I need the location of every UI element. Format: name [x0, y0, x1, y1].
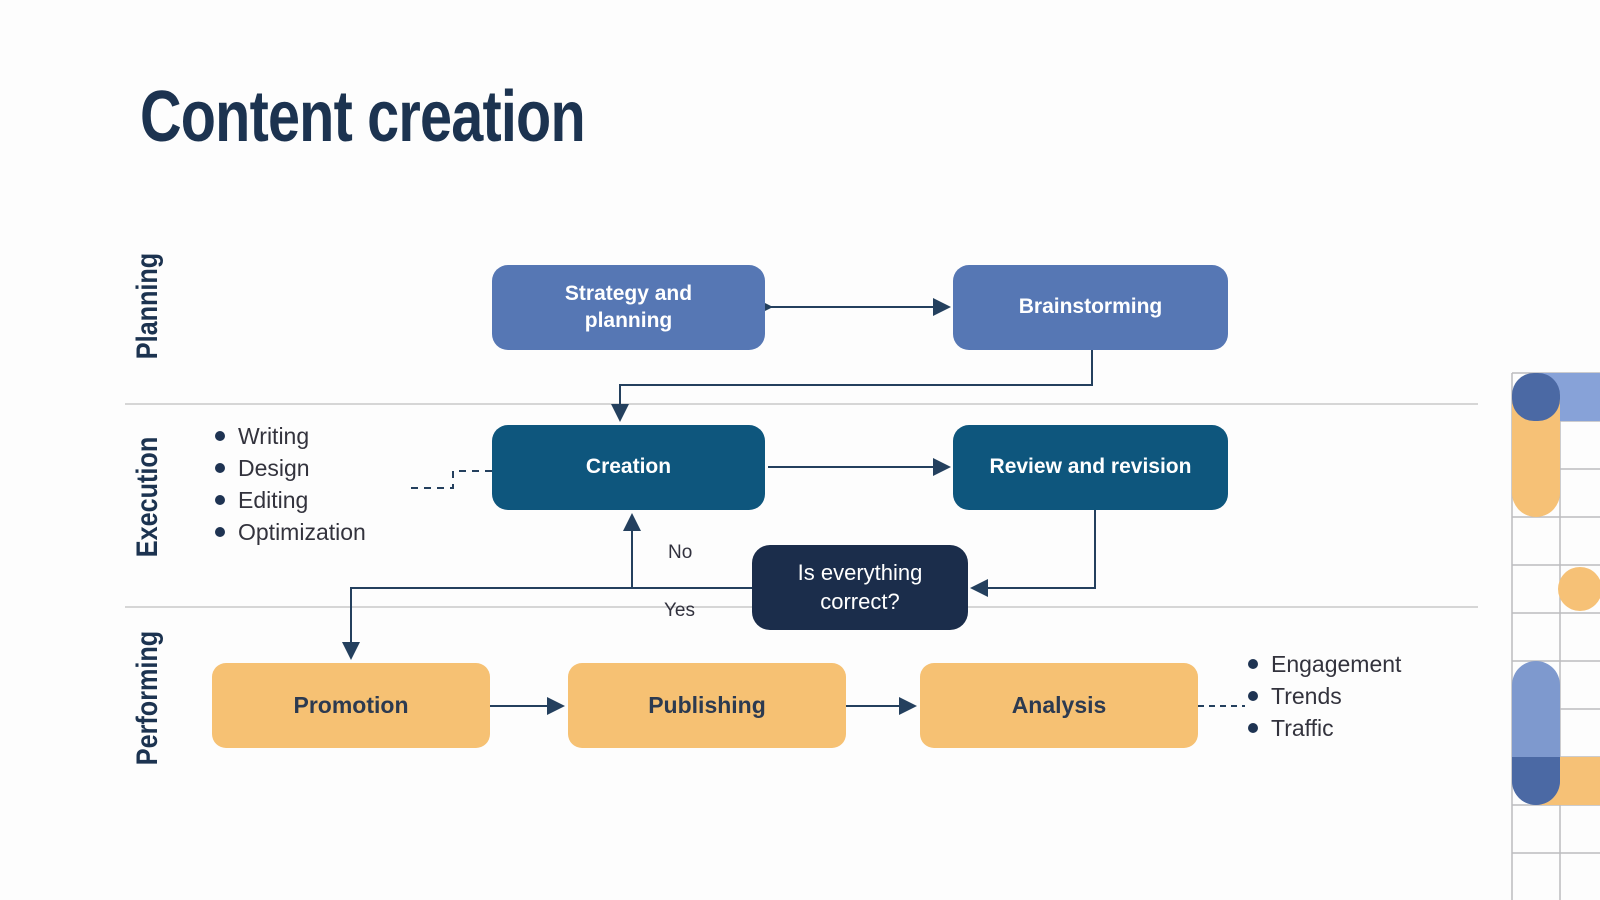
bullet-dot — [1248, 659, 1258, 669]
list-item: Traffic — [1248, 712, 1401, 744]
node-analysis: Analysis — [920, 663, 1198, 748]
bullet-dot — [1248, 723, 1258, 733]
lane-label-planning: Planning — [131, 252, 164, 360]
decorative-gantt-shapes — [1512, 373, 1600, 805]
list-item: Trends — [1248, 680, 1401, 712]
bullet-text: Optimization — [238, 518, 366, 545]
list-item: Optimization — [215, 516, 366, 548]
bullet-text: Trends — [1271, 682, 1342, 709]
bullet-dot — [215, 495, 225, 505]
node-publishing: Publishing — [568, 663, 846, 748]
list-item: Engagement — [1248, 648, 1401, 680]
edge-label-yes: Yes — [664, 600, 695, 621]
list-item: Design — [215, 452, 366, 484]
node-strategy-and-planning: Strategy and planning — [492, 265, 765, 350]
execution-bullet-list: Writing Design Editing Optimization — [215, 420, 366, 548]
node-brainstorming: Brainstorming — [953, 265, 1228, 350]
lane-label-execution: Execution — [131, 436, 164, 558]
deco-dark-cap-top — [1512, 373, 1560, 421]
edge-brainstorming-creation — [611, 350, 1093, 422]
edge-label-no: No — [668, 542, 693, 563]
edge-creation-notes-dashed — [407, 470, 492, 489]
node-promotion: Promotion — [212, 663, 490, 748]
edge-review-decision — [970, 510, 1096, 597]
list-item: Writing — [215, 420, 366, 452]
bullet-text: Engagement — [1271, 650, 1402, 677]
edge-decision-yes-promotion — [342, 587, 752, 660]
node-creation: Creation — [492, 425, 765, 510]
deco-orange-circle — [1558, 567, 1600, 611]
list-item: Editing — [215, 484, 366, 516]
deco-dark-cap-bottom — [1512, 757, 1560, 805]
bullet-dot — [215, 527, 225, 537]
bullet-text: Editing — [238, 486, 309, 513]
bullet-dot — [215, 431, 225, 441]
lane-label-performing: Performing — [131, 630, 164, 766]
node-review-and-revision: Review and revision — [953, 425, 1228, 510]
bullet-dot — [1248, 691, 1258, 701]
page-title: Content creation — [140, 77, 586, 157]
bullet-dot — [215, 463, 225, 473]
bullet-text: Design — [238, 454, 310, 481]
analysis-bullet-list: Engagement Trends Traffic — [1248, 648, 1401, 744]
bullet-text: Traffic — [1271, 714, 1334, 741]
node-decision-is-everything-correct: Is everything correct? — [752, 545, 968, 630]
bullet-text: Writing — [238, 422, 310, 449]
